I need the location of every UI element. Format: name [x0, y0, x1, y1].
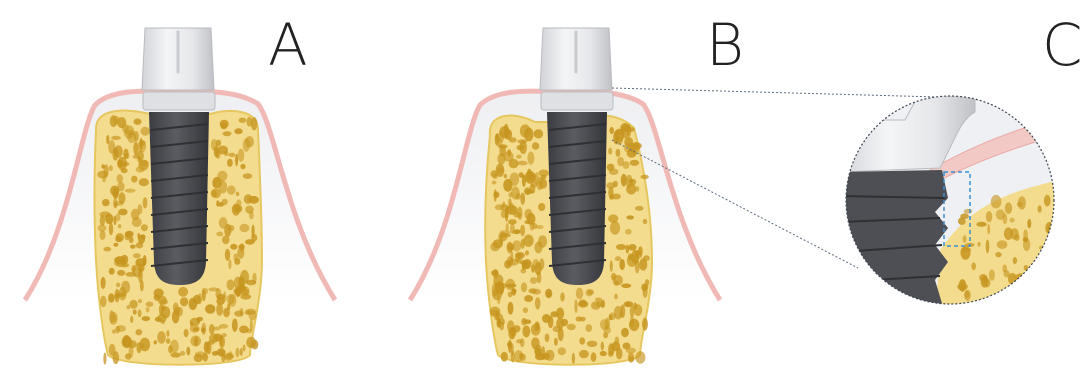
panel-label-a: A — [268, 16, 308, 74]
abutment-b — [540, 28, 613, 110]
abutment-a — [142, 28, 215, 110]
panel-label-c: C — [1042, 16, 1082, 74]
panel-b-implant — [410, 28, 720, 365]
zoom-implant — [840, 170, 948, 310]
implant-fixture-b — [547, 112, 607, 285]
panel-c-zoom — [840, 90, 1062, 320]
implant-fixture-a — [149, 112, 209, 285]
panel-label-b: B — [706, 16, 744, 74]
